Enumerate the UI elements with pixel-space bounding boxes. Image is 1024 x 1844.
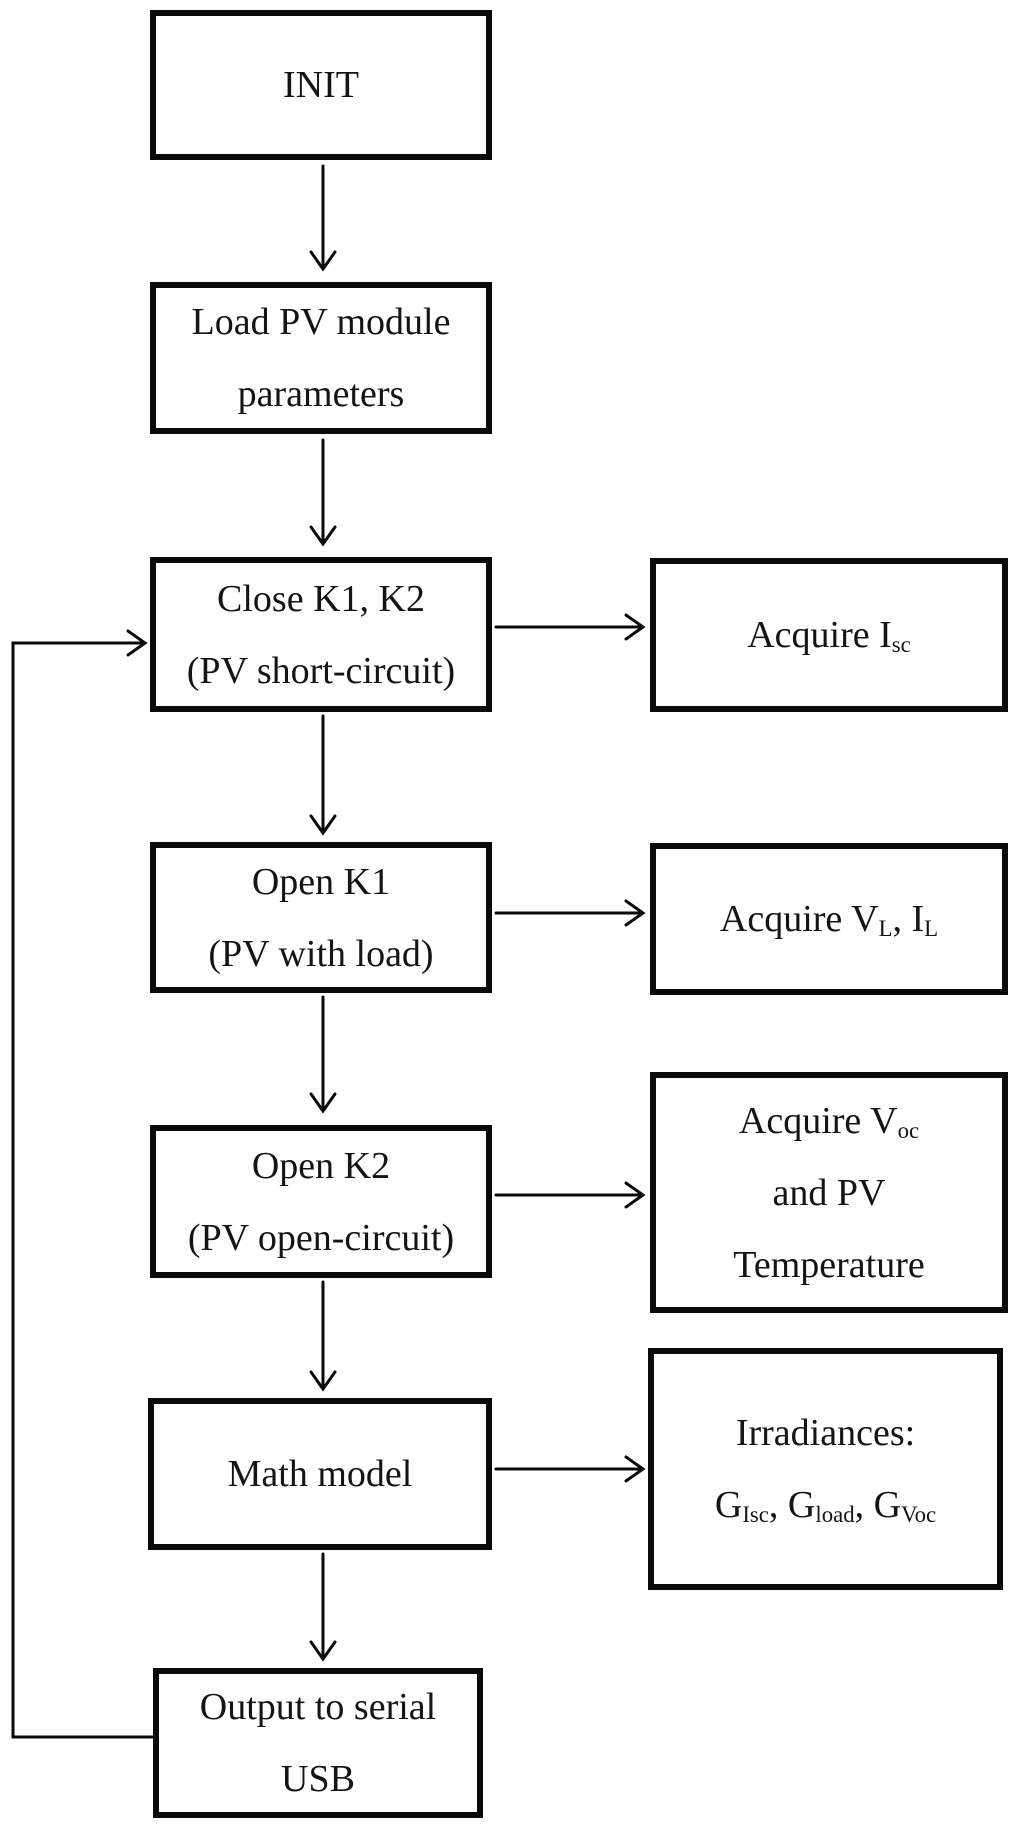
node-open-k2-line2: (PV open-circuit): [187, 1216, 455, 1259]
edge-math-to-irradiances-arrow: [494, 1455, 646, 1483]
node-irradiances: Irradiances: GIsc, Gload, GVoc: [648, 1348, 1003, 1590]
node-irradiances-line1: Irradiances:: [735, 1412, 916, 1454]
node-close-k1-k2-line1: Close K1, K2: [217, 577, 425, 620]
node-acquire-isc: Acquire Isc: [650, 558, 1008, 712]
node-acquire-voc-line3: Temperature: [733, 1243, 925, 1286]
edge-output-to-close-feedback-loop: [11, 629, 155, 1739]
node-irradiances-line2: GIsc, Gload, GVoc: [714, 1484, 937, 1528]
edge-close-to-open-k1-arrow: [309, 714, 337, 836]
node-acquire-isc-label: Acquire Isc: [747, 614, 911, 658]
node-open-k2: Open K2 (PV open-circuit): [150, 1125, 492, 1278]
node-output-serial-usb: Output to serial USB: [153, 1668, 483, 1818]
edge-init-to-load-arrow: [309, 164, 337, 272]
node-open-k1-line2: (PV with load): [208, 932, 434, 975]
node-acquire-voc-temperature: Acquire Voc and PV Temperature: [650, 1072, 1008, 1313]
node-acquire-vl-il: Acquire VL, IL: [650, 843, 1008, 995]
node-acquire-voc-line2: and PV: [772, 1171, 886, 1214]
edge-close-to-acquire-isc-arrow: [494, 613, 646, 641]
node-output-serial-usb-line2: USB: [281, 1758, 355, 1800]
node-math-model: Math model: [148, 1398, 492, 1550]
node-output-serial-usb-line1: Output to serial: [199, 1686, 437, 1728]
node-init-label: INIT: [283, 64, 359, 106]
edge-open-k2-to-math-arrow: [309, 1280, 337, 1392]
node-close-k1-k2: Close K1, K2 (PV short-circuit): [150, 557, 492, 712]
node-acquire-vl-il-label: Acquire VL, IL: [719, 898, 939, 942]
node-close-k1-k2-line2: (PV short-circuit): [186, 649, 456, 692]
edge-open-k1-to-open-k2-arrow: [309, 995, 337, 1114]
node-load-pv-params-line2: parameters: [237, 373, 405, 415]
node-load-pv-params-line1: Load PV module: [191, 301, 451, 343]
node-math-model-label: Math model: [227, 1453, 413, 1495]
node-open-k1: Open K1 (PV with load): [150, 842, 492, 993]
edge-open-k1-to-acquire-vlil-arrow: [494, 899, 646, 927]
node-load-pv-params: Load PV module parameters: [150, 282, 492, 434]
edge-load-to-close-arrow: [309, 438, 337, 547]
node-open-k2-line1: Open K2: [251, 1144, 391, 1187]
edge-math-to-output-arrow: [309, 1552, 337, 1662]
edge-open-k2-to-acquire-voc-arrow: [494, 1181, 646, 1209]
node-open-k1-line1: Open K1: [251, 860, 391, 903]
node-acquire-voc-line1: Acquire Voc: [738, 1099, 920, 1143]
node-init: INIT: [150, 10, 492, 160]
